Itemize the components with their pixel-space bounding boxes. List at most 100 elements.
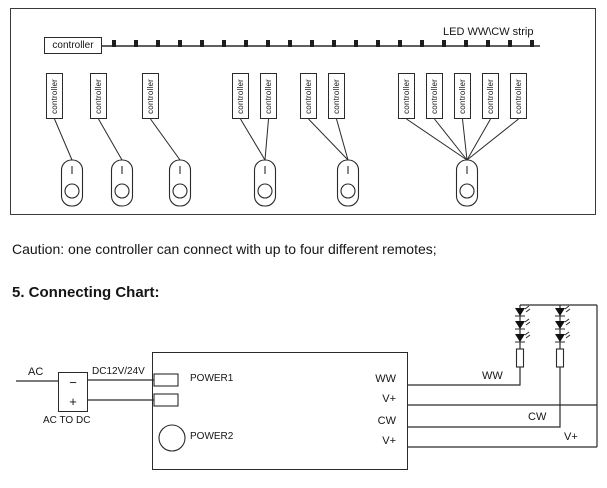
pairing-line (240, 118, 266, 161)
pairing-line (406, 118, 468, 161)
led-ray-icon (524, 318, 530, 323)
controller-box-main: controller (44, 37, 102, 54)
pairing-line (462, 118, 468, 161)
led-ray-icon (525, 321, 531, 326)
led-segment (134, 40, 138, 47)
output-label-ww: WW (375, 373, 396, 385)
ww-wire (408, 305, 521, 386)
controller-box-vertical: controller (260, 73, 277, 119)
remote-button (340, 183, 356, 199)
led-diode (555, 334, 565, 342)
led-segment (244, 40, 248, 47)
resistor-ww (515, 348, 525, 368)
controller-box-vertical: controller (46, 73, 63, 119)
led-diode (515, 308, 525, 316)
remote-button (64, 183, 80, 199)
led-segment (442, 40, 446, 47)
led-segment (508, 40, 512, 47)
led-diode (555, 308, 565, 316)
led-segment (222, 40, 226, 47)
output-label-vplus-1: V+ (382, 393, 396, 405)
led-segment (288, 40, 292, 47)
led-ray-icon (524, 305, 530, 310)
led-segment (178, 40, 182, 47)
pairing-line (264, 118, 269, 161)
wiring (16, 304, 598, 448)
pairing-line (308, 118, 349, 161)
ac-dc-converter-box: − + (58, 372, 88, 412)
led-ray-icon (565, 308, 571, 313)
cw-wire (408, 305, 561, 428)
power1-label: POWER1 (190, 373, 234, 384)
led-ray-icon (565, 321, 571, 326)
controller-box-vertical: controller (454, 73, 471, 119)
remote-body (110, 159, 134, 207)
controller-button (158, 424, 186, 452)
led-segment (530, 40, 534, 47)
remote-body (455, 159, 479, 207)
wire-label-cw: CW (528, 411, 547, 423)
power-terminal-1 (153, 373, 179, 387)
ac-label: AC (28, 366, 44, 378)
controller-box-label: controller (514, 78, 523, 114)
led-segment (354, 40, 358, 47)
led-segment (332, 40, 336, 47)
led-segment (112, 40, 116, 47)
connector-terminals (153, 373, 186, 452)
resistor-cw (555, 348, 565, 368)
led-segment (420, 40, 424, 47)
controller-box-label: controller (94, 78, 103, 114)
controller-box-label: controller (458, 78, 467, 114)
remote-button (172, 183, 188, 199)
led-ray-icon (565, 334, 571, 339)
minus-symbol: − (69, 375, 77, 390)
remote-button (257, 183, 273, 199)
controller-box-vertical: controller (300, 73, 317, 119)
pairing-line (336, 118, 349, 161)
controller-box-main-label: controller (52, 40, 94, 51)
controller-box-vertical: controller (328, 73, 345, 119)
led-diode (515, 334, 525, 342)
controller-box-vertical: controller (398, 73, 415, 119)
led-segment (376, 40, 380, 47)
pairing-line (54, 118, 73, 161)
led-ray-icon (525, 334, 531, 339)
remote-body (336, 159, 360, 207)
wire-label-ww: WW (482, 370, 503, 382)
led-ray-icon (564, 318, 570, 323)
led-segment (266, 40, 270, 47)
led-ray-icon (564, 305, 570, 310)
controller-box-vertical: controller (510, 73, 527, 119)
controller-box-label: controller (486, 78, 495, 114)
controller-unit-box (152, 352, 408, 470)
led-segment (464, 40, 468, 47)
led-symbols (515, 305, 571, 343)
pairing-line (98, 118, 123, 161)
controller-box-label: controller (430, 78, 439, 114)
controller-box-label: controller (264, 78, 273, 114)
pairing-line (466, 118, 519, 161)
remote-button (459, 183, 475, 199)
controller-box-vertical: controller (142, 73, 159, 119)
caution-text: Caution: one controller can connect with… (12, 241, 437, 257)
led-segment (398, 40, 402, 47)
pairing-line (466, 118, 491, 161)
remote-button (114, 183, 130, 199)
power2-label: POWER2 (190, 431, 234, 442)
controller-remote-links (54, 118, 519, 161)
wire-label-vplus: V+ (564, 431, 578, 443)
resistors (515, 348, 565, 368)
pairing-line (434, 118, 468, 161)
dc-voltage-label: DC12V/24V (92, 366, 145, 377)
led-diode (555, 321, 565, 329)
controller-box-label: controller (304, 78, 313, 114)
controller-box-vertical: controller (232, 73, 249, 119)
pairing-diagram-panel (10, 8, 596, 215)
led-strip-segments (112, 40, 534, 47)
controller-box-label: controller (236, 78, 245, 114)
led-segment (200, 40, 204, 47)
converter-label: AC TO DC (43, 415, 91, 426)
remote-body (253, 159, 277, 207)
